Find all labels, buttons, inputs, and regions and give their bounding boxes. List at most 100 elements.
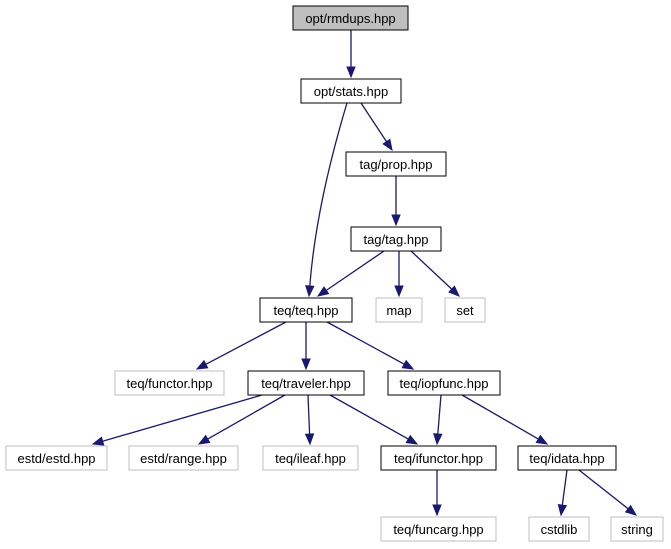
edge-iopfunc-ifunctor — [433, 394, 443, 446]
node-estd: estd/estd.hpp — [5, 445, 108, 471]
arrowhead-icon — [391, 214, 401, 227]
arrowhead-icon — [346, 66, 356, 79]
arrowhead-icon — [394, 285, 404, 298]
node-label: map — [386, 303, 411, 318]
edge-idata-string — [578, 469, 638, 516]
edge-line — [437, 394, 442, 435]
arrowhead-icon — [405, 434, 419, 445]
arrowhead-icon — [197, 434, 211, 445]
edge-traveler-range — [197, 394, 286, 445]
node-label: estd/estd.hpp — [17, 451, 95, 466]
arrowhead-icon — [195, 359, 209, 370]
node-ileaf: teq/ileaf.hpp — [262, 445, 359, 471]
edge-prop-tag — [391, 176, 401, 227]
node-label: cstdlib — [541, 522, 578, 537]
edge-ifunctor-funcarg — [432, 470, 442, 517]
node-box — [114, 370, 225, 396]
edge-line — [578, 469, 629, 510]
node-map: map — [375, 297, 423, 323]
nodes-layer: opt/rmdups.hpp opt/stats.hpp tag/prop.hpp t… — [5, 5, 664, 542]
edge-teq-functor — [195, 321, 287, 370]
arrowhead-icon — [304, 433, 315, 446]
edge-idata-cstdlib — [557, 469, 568, 517]
edge-line — [461, 394, 539, 440]
edge-line — [102, 394, 263, 442]
edge-line — [307, 394, 311, 435]
edge-line — [205, 321, 287, 365]
arrowhead-icon — [401, 359, 415, 370]
node-teq[interactable]: teq/teq.hpp — [259, 297, 353, 323]
node-iopfunc[interactable]: teq/iopfunc.hpp — [387, 370, 501, 396]
node-label: tag/tag.hpp — [363, 232, 428, 247]
edge-tag-map — [394, 251, 404, 298]
node-box — [300, 78, 402, 104]
arrowhead-icon — [305, 285, 315, 298]
node-label: teq/ileaf.hpp — [275, 451, 346, 466]
arrowhead-icon — [432, 504, 442, 517]
node-label: tag/prop.hpp — [359, 157, 432, 172]
node-box — [262, 445, 359, 471]
edge-line — [561, 469, 568, 506]
node-box — [259, 297, 353, 323]
edge-iopfunc-idata — [461, 394, 549, 445]
node-label: teq/funcarg.hpp — [393, 522, 483, 537]
node-label: opt/stats.hpp — [314, 84, 388, 99]
edge-line — [326, 321, 405, 365]
node-label: teq/teq.hpp — [273, 303, 338, 318]
node-set: set — [444, 297, 486, 323]
edge-stats-prop — [360, 102, 393, 152]
node-box — [380, 516, 497, 542]
node-box — [247, 370, 365, 396]
node-box — [5, 445, 108, 471]
edge-traveler-estd — [91, 394, 263, 446]
node-traveler[interactable]: teq/traveler.hpp — [247, 370, 365, 396]
node-label: estd/range.hpp — [140, 451, 227, 466]
node-ifunctor[interactable]: teq/ifunctor.hpp — [380, 445, 497, 471]
node-box — [528, 516, 590, 542]
node-label: teq/functor.hpp — [126, 376, 212, 391]
arrowhead-icon — [91, 436, 105, 446]
edge-line — [207, 394, 286, 440]
arrowhead-icon — [382, 138, 393, 152]
node-cstdlib: cstdlib — [528, 516, 590, 542]
node-idata[interactable]: teq/idata.hpp — [517, 445, 617, 471]
arrowhead-icon — [301, 358, 311, 371]
arrowhead-icon — [535, 434, 549, 445]
edges-layer — [91, 30, 638, 517]
node-box — [517, 445, 617, 471]
node-box — [350, 226, 442, 252]
node-label: opt/rmdups.hpp — [305, 11, 395, 26]
node-label: teq/iopfunc.hpp — [400, 376, 489, 391]
node-string: string — [610, 516, 664, 542]
arrowhead-icon — [433, 433, 443, 446]
arrowhead-icon — [624, 504, 638, 516]
edge-line — [329, 394, 409, 440]
node-label: string — [621, 522, 653, 537]
node-range: estd/range.hpp — [128, 445, 239, 471]
node-stats[interactable]: opt/stats.hpp — [300, 78, 402, 104]
edge-teq-traveler — [301, 322, 311, 371]
node-box — [375, 297, 423, 323]
arrowhead-icon — [316, 286, 330, 297]
node-box — [292, 5, 409, 31]
node-label: set — [456, 303, 474, 318]
node-box — [128, 445, 239, 471]
node-functor: teq/functor.hpp — [114, 370, 225, 396]
node-box — [610, 516, 664, 542]
edge-line — [360, 102, 388, 143]
node-tag[interactable]: tag/tag.hpp — [350, 226, 442, 252]
edge-teq-iopfunc — [326, 321, 415, 370]
node-box — [387, 370, 501, 396]
edge-stats-teq — [305, 102, 348, 298]
node-box — [345, 151, 447, 177]
edge-tag-set — [410, 250, 460, 297]
arrowhead-icon — [448, 285, 460, 297]
edge-traveler-ifunctor — [329, 394, 419, 445]
node-prop[interactable]: tag/prop.hpp — [345, 151, 447, 177]
edge-traveler-ileaf — [304, 394, 315, 446]
node-rmdups[interactable]: opt/rmdups.hpp — [292, 5, 409, 31]
node-label: teq/idata.hpp — [529, 451, 604, 466]
edge-tag-teq — [316, 250, 385, 297]
node-funcarg: teq/funcarg.hpp — [380, 516, 497, 542]
